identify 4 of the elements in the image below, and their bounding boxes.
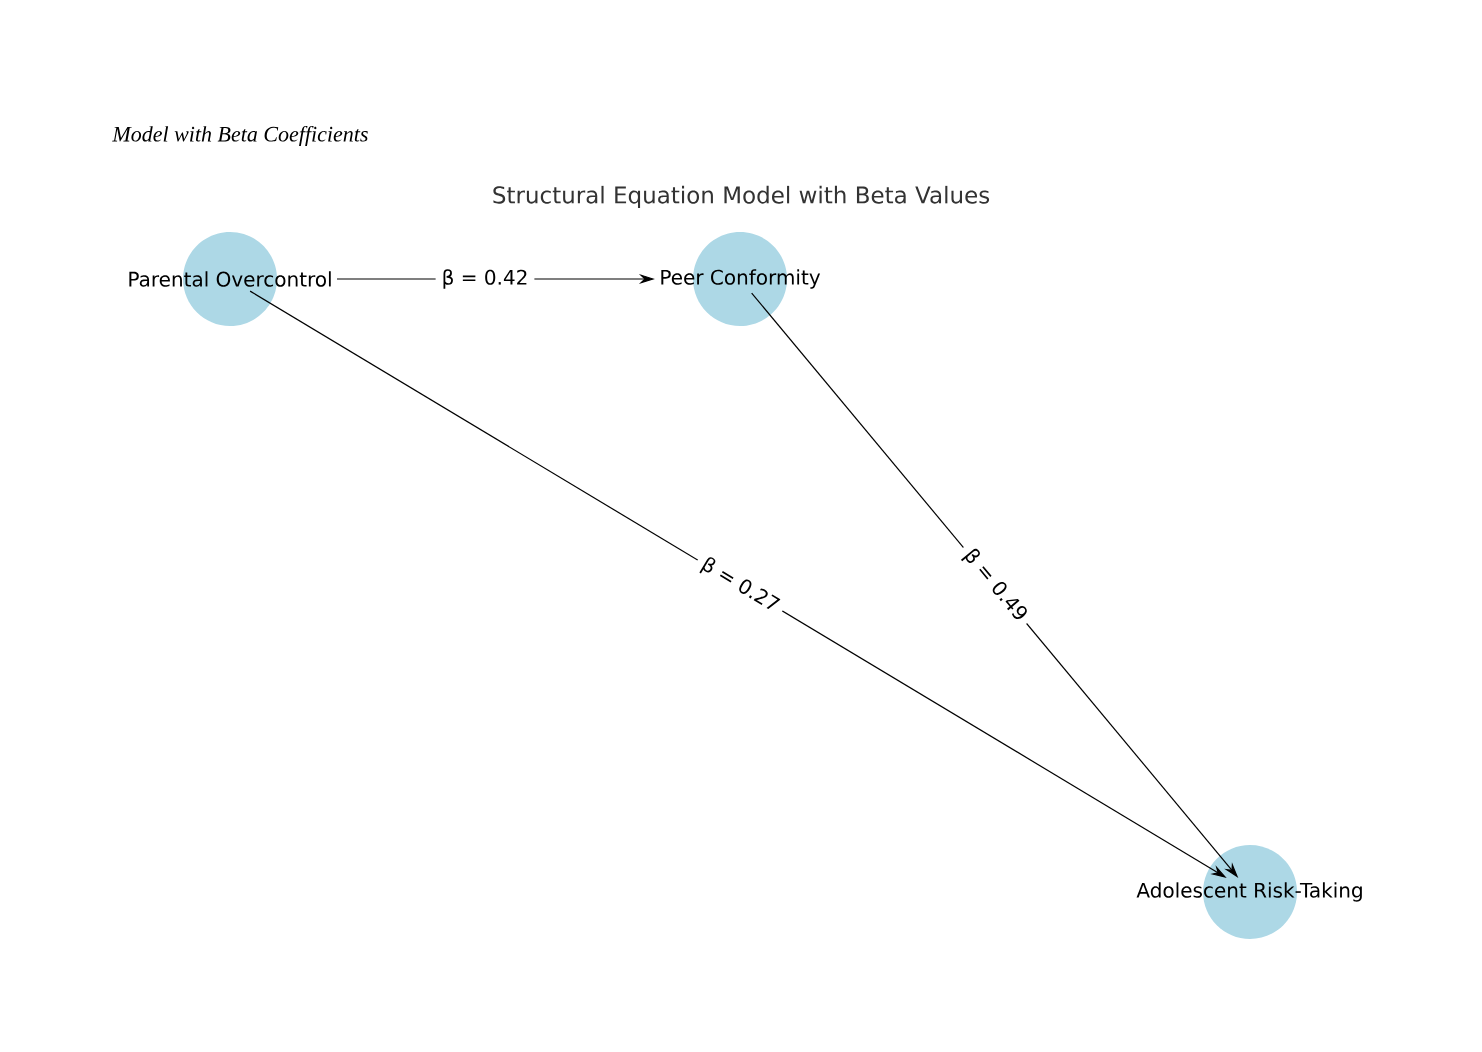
heading-text: Model with Beta Coefficients bbox=[112, 125, 368, 147]
chart-title: Structural Equation Model with Beta Values bbox=[493, 185, 990, 209]
edge-label: β = 0.27 bbox=[689, 546, 791, 625]
edge-label: β = 0.42 bbox=[435, 263, 535, 295]
